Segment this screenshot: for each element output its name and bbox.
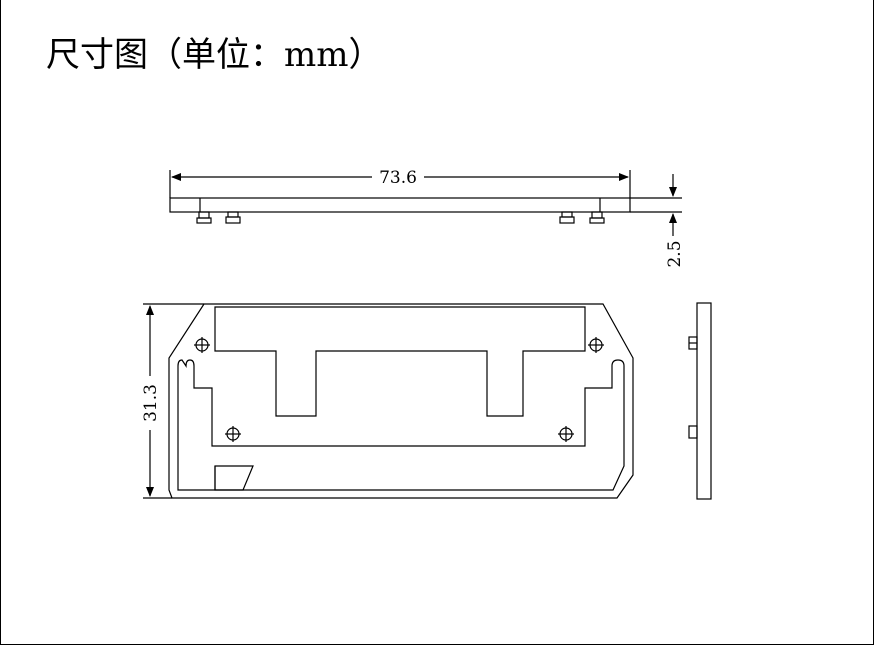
thickness-label: 2.5 [665, 240, 685, 267]
front-view-outline [168, 303, 634, 499]
side-view [688, 302, 712, 500]
top-view-plate [169, 197, 631, 213]
screw-hole-top-left [194, 337, 210, 353]
front-view-window [214, 306, 586, 417]
length-dimension [169, 170, 631, 198]
top-view [169, 197, 631, 224]
length-label: 73.6 [379, 168, 417, 188]
front-view [168, 303, 634, 499]
top-view-peg-left-outer [196, 211, 212, 224]
front-view-inner-outline [177, 359, 625, 491]
side-view-plate [696, 302, 712, 500]
screw-hole-top-right [588, 337, 604, 353]
height-label: 31.3 [141, 384, 161, 422]
drawing-title: 尺寸图（单位：mm） [46, 35, 383, 75]
thickness-dimension [630, 174, 682, 236]
side-view-peg-lower [688, 425, 698, 439]
screw-hole-bottom-left [225, 426, 241, 442]
front-view-latch [214, 465, 254, 491]
top-view-peg-right-outer [589, 211, 605, 224]
height-dimension [143, 303, 204, 499]
top-view-peg-left-inner [225, 211, 241, 224]
screw-hole-bottom-right [558, 426, 574, 442]
top-view-peg-right-inner [559, 211, 575, 224]
